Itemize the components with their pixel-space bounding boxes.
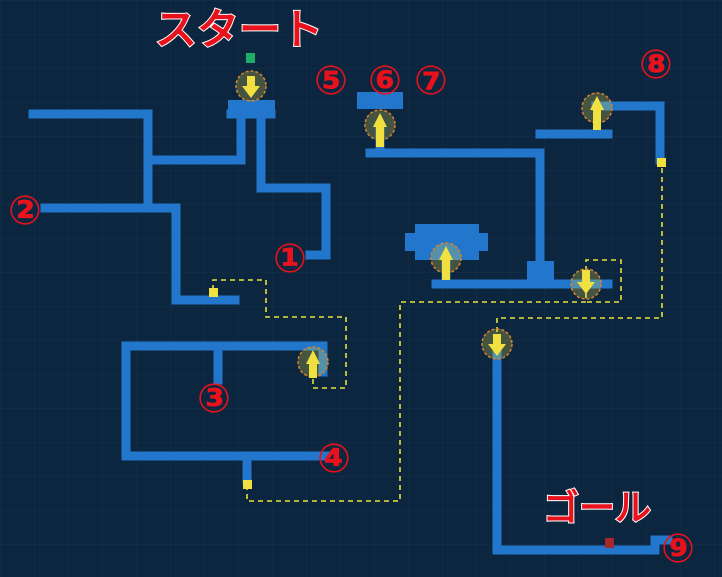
- arrow-up-in-ring-icon: [297, 346, 329, 378]
- room-5-6-7: [357, 92, 403, 109]
- room-centre: [405, 224, 488, 260]
- rooms: [228, 92, 554, 285]
- room-start: [228, 100, 275, 117]
- warp-markers: [235, 70, 613, 378]
- goal-label: ゴール: [543, 487, 651, 529]
- corridor-north: [365, 148, 545, 288]
- arrow-down-in-ring-icon: [570, 268, 602, 300]
- arrow-down-in-ring-icon: [481, 328, 513, 360]
- corridor-southeast: [492, 345, 673, 555]
- dashed-route: [212, 166, 663, 502]
- arrow-up-in-ring-icon: [430, 242, 462, 280]
- point-labels: ① ② ③ ④ ⑤ ⑥ ⑦ ⑧ ⑨: [8, 42, 695, 572]
- corridor-north-c: [591, 101, 665, 165]
- start-label: スタート: [155, 5, 323, 54]
- corridor-loop: [121, 341, 330, 461]
- corridor-west-mid: [40, 203, 240, 305]
- point-label-4: ④: [317, 436, 351, 482]
- arrow-up-in-ring-icon: [581, 92, 613, 130]
- arrow-down-in-ring-icon: [235, 70, 267, 102]
- point-label-2: ②: [8, 188, 42, 234]
- goal-marker: [605, 538, 614, 548]
- point-label-3: ③: [197, 376, 231, 422]
- point-label-6: ⑥: [368, 58, 402, 104]
- yellow-square-icon: [243, 480, 252, 489]
- point-label-8: ⑧: [639, 42, 673, 88]
- arrow-up-in-ring-icon: [364, 109, 396, 147]
- corridor-start-right: [256, 109, 331, 260]
- corridor-west-top: [28, 109, 153, 213]
- yellow-square-icon: [657, 158, 666, 167]
- point-label-7: ⑦: [414, 58, 448, 104]
- corridor-start-left: [145, 109, 246, 165]
- point-label-1: ①: [273, 236, 307, 282]
- point-label-9: ⑨: [661, 526, 695, 572]
- room-centre-right: [527, 261, 554, 285]
- point-label-5: ⑤: [314, 58, 348, 104]
- corridors: [28, 101, 673, 555]
- start-marker: [246, 53, 255, 63]
- yellow-square-icon: [209, 288, 218, 297]
- doors: [209, 158, 666, 489]
